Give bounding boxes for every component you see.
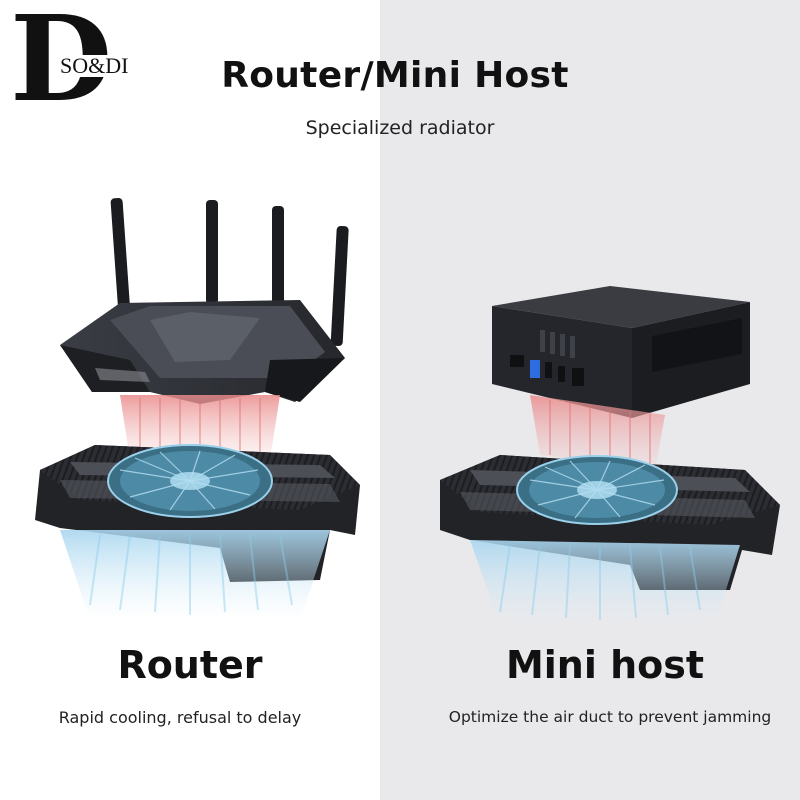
- heat-flow-right: [530, 395, 665, 470]
- mini-host-label: Mini host: [505, 643, 705, 687]
- router-label: Router: [117, 643, 263, 687]
- airflow-left: [60, 530, 330, 620]
- router-description: Rapid cooling, refusal to delay: [58, 708, 302, 727]
- router-image: [60, 197, 349, 404]
- mini-pc-image: [492, 286, 750, 418]
- cooling-stand-right-image: [440, 455, 780, 590]
- airflow-right: [470, 540, 740, 620]
- product-illustration: [35, 197, 780, 620]
- mini-host-description: Optimize the air duct to prevent jamming: [448, 708, 772, 726]
- page-title: Router/Mini Host: [221, 55, 569, 96]
- brand-logo: D SO&DI: [10, 0, 150, 118]
- logo-text: SO&DI: [58, 53, 131, 78]
- page-subtitle: Specialized radiator: [305, 117, 495, 139]
